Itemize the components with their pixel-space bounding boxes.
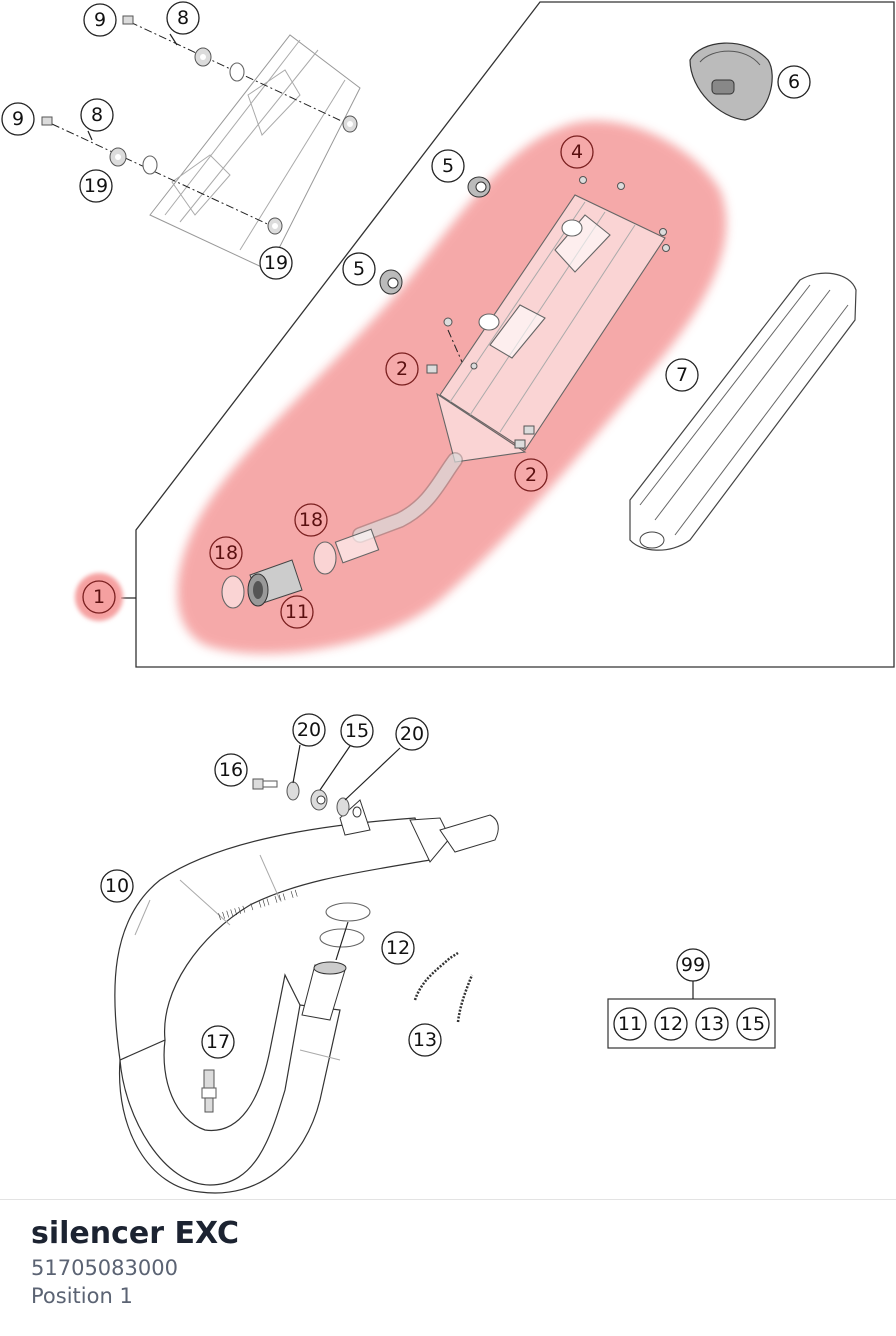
svg-text:11: 11: [618, 1013, 642, 1035]
callout-19[interactable]: 19: [259, 246, 293, 280]
svg-text:2: 2: [525, 464, 537, 486]
svg-text:13: 13: [413, 1029, 437, 1051]
callout-17[interactable]: 17: [201, 1025, 235, 1059]
svg-text:18: 18: [214, 542, 238, 564]
svg-text:8: 8: [91, 104, 103, 126]
callout-4[interactable]: 4: [560, 135, 594, 169]
kit-item-12[interactable]: 12: [654, 1007, 688, 1041]
part-position: Position 1: [31, 1284, 133, 1308]
callout-99[interactable]: 99: [676, 948, 710, 982]
kit-item-11[interactable]: 11: [613, 1007, 647, 1041]
svg-text:1: 1: [93, 586, 105, 608]
callout-18[interactable]: 18: [294, 503, 328, 537]
callout-5[interactable]: 5: [431, 149, 465, 183]
callout-15[interactable]: 15: [340, 714, 374, 748]
kit-box: [607, 998, 776, 1049]
svg-text:12: 12: [386, 937, 410, 959]
svg-text:15: 15: [345, 720, 369, 742]
assembly-frame: [135, 1, 895, 668]
callout-9[interactable]: 9: [83, 3, 117, 37]
part-info-panel: silencer EXC 51705083000 Position 1: [0, 1199, 896, 1336]
callout-18[interactable]: 18: [209, 536, 243, 570]
svg-text:8: 8: [177, 7, 189, 29]
silencer-body-drawing: [221, 176, 670, 609]
frame-bracket-drawing: [41, 15, 361, 271]
svg-text:5: 5: [353, 258, 365, 280]
callout-10[interactable]: 10: [100, 869, 134, 903]
svg-text:12: 12: [659, 1013, 683, 1035]
callout-6[interactable]: 6: [777, 65, 811, 99]
svg-text:5: 5: [442, 155, 454, 177]
svg-text:20: 20: [400, 723, 424, 745]
part-title: silencer EXC: [31, 1216, 240, 1251]
manifold-drawing: ||||||| | ||| ||| ||: [114, 778, 499, 1194]
svg-text:20: 20: [297, 719, 321, 741]
svg-text:17: 17: [206, 1031, 230, 1053]
callout-13[interactable]: 13: [408, 1023, 442, 1057]
callout-12[interactable]: 12: [381, 931, 415, 965]
callout-16[interactable]: 16: [214, 753, 248, 787]
callout-7[interactable]: 7: [665, 358, 699, 392]
svg-text:13: 13: [700, 1013, 724, 1035]
svg-text:9: 9: [12, 108, 24, 130]
svg-text:19: 19: [264, 252, 288, 274]
grommet-drawing: [379, 176, 491, 295]
callout-8[interactable]: 8: [166, 1, 200, 35]
callout-2[interactable]: 2: [385, 352, 419, 386]
exploded-parts-diagram: ||||||| | ||| ||| || 9 8 9: [1, 1, 895, 1194]
svg-text:2: 2: [396, 358, 408, 380]
callout-11[interactable]: 11: [280, 595, 314, 629]
end-cap-drawing: [689, 42, 773, 121]
svg-text:99: 99: [681, 954, 705, 976]
callout-8[interactable]: 8: [80, 98, 114, 132]
svg-text:6: 6: [788, 71, 800, 93]
svg-text:10: 10: [105, 875, 129, 897]
svg-text:7: 7: [676, 364, 688, 386]
svg-text:16: 16: [219, 759, 243, 781]
part-number: 51705083000: [31, 1256, 178, 1280]
callout-9[interactable]: 9: [1, 102, 35, 136]
callout-20[interactable]: 20: [395, 717, 429, 751]
callout-1-selected[interactable]: 1: [75, 573, 123, 621]
callout-2[interactable]: 2: [514, 458, 548, 492]
kit-item-13[interactable]: 13: [695, 1007, 729, 1041]
callout-5[interactable]: 5: [342, 252, 376, 286]
svg-text:19: 19: [84, 175, 108, 197]
svg-text:4: 4: [571, 141, 583, 163]
svg-text:15: 15: [741, 1013, 765, 1035]
svg-text:9: 9: [94, 9, 106, 31]
kit-item-15[interactable]: 15: [736, 1007, 770, 1041]
callout-20[interactable]: 20: [292, 713, 326, 747]
outer-sleeve-drawing: [629, 272, 857, 551]
leader-lines: [87, 33, 401, 801]
callout-19[interactable]: 19: [79, 169, 113, 203]
svg-text:11: 11: [285, 601, 309, 623]
svg-text:18: 18: [299, 509, 323, 531]
